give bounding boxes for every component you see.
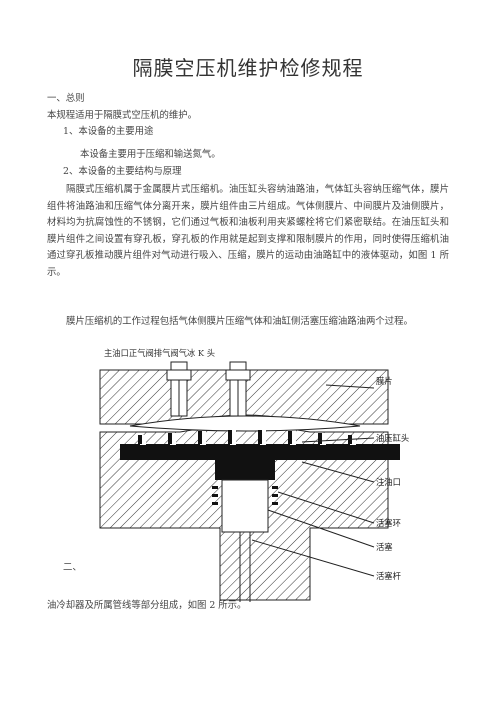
diaphragm-compressor-diagram: 主油口正气阀排气阀气冰 K 头 bbox=[99, 348, 409, 602]
scope-text: 本规程适用于隔膜式空压机的维护。 bbox=[47, 110, 198, 121]
section-two-text: 油冷却器及所属管线等部分组成，如图 2 所示。 bbox=[47, 600, 247, 611]
subheading-purpose: 1、本设备的主要用途 bbox=[63, 126, 154, 137]
oil-chamber bbox=[215, 460, 275, 480]
process-text: 膜片压缩机的工作过程包括气体侧膜片压缩气体和油缸侧活塞压缩油路油两个过程。 bbox=[66, 316, 413, 327]
subheading-structure: 2、本设备的主要结构与原理 bbox=[63, 166, 182, 177]
section-heading-two: 二、 bbox=[63, 562, 82, 573]
label-piston-ring: 活塞环 bbox=[376, 518, 401, 528]
purpose-text: 本设备主要用于压缩和输送氮气。 bbox=[80, 149, 221, 160]
label-piston: 活塞 bbox=[376, 542, 393, 552]
top-label: 主油口正气阀排气阀气冰 K 头 bbox=[104, 348, 215, 358]
perforated-plate bbox=[120, 444, 400, 460]
piston-body bbox=[221, 479, 269, 533]
label-diaphragm: 膜片 bbox=[376, 376, 393, 386]
section-heading-general: 一、总则 bbox=[47, 93, 85, 104]
page-title: 隔膜空压机维护检修规程 bbox=[132, 56, 364, 80]
label-oil-head: 油压缸头 bbox=[376, 433, 409, 443]
diaphragm bbox=[129, 415, 361, 432]
label-oil-inlet: 注油口 bbox=[376, 477, 401, 487]
label-piston-rod: 活塞杆 bbox=[376, 571, 401, 581]
structure-paragraph: 隔膜式压缩机属于金属膜片式压缩机。油压缸头容纳油路油，气体缸头容纳压缩气体，膜片… bbox=[47, 184, 449, 278]
